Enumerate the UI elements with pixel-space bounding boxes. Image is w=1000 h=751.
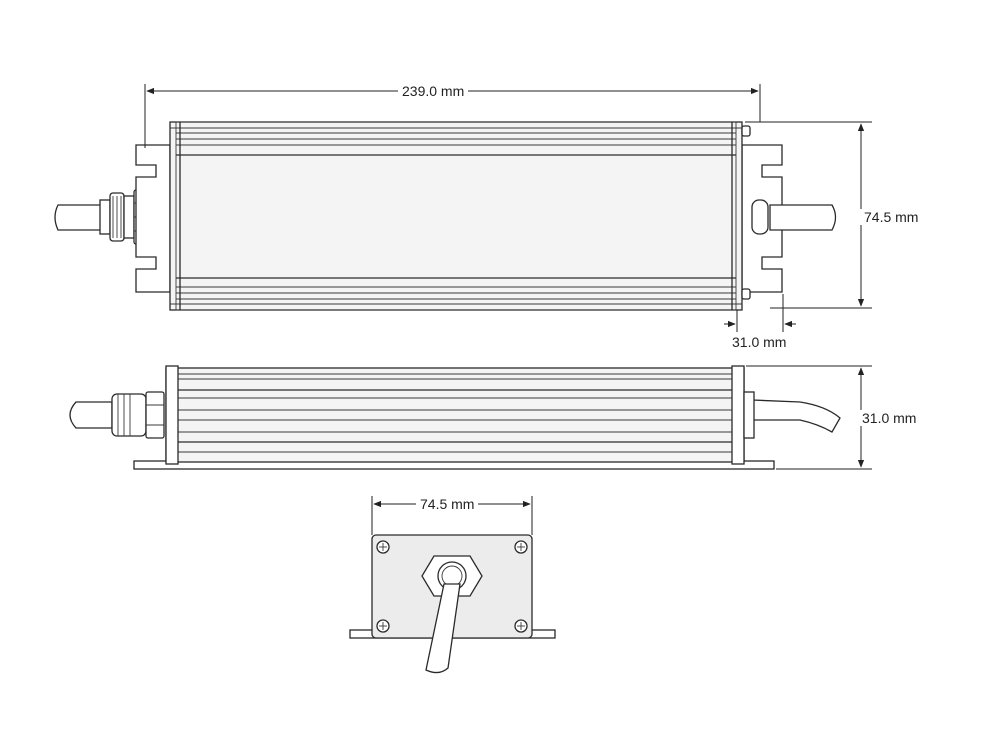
end-screws — [376, 540, 528, 633]
label-side-height: 31.0 mm — [858, 410, 921, 426]
end-cable — [425, 583, 461, 674]
side-body — [165, 367, 745, 463]
label-top-width: 74.5 mm — [860, 209, 923, 225]
label-top-mount: 31.0 mm — [728, 334, 791, 350]
top-view — [54, 121, 837, 311]
top-left-bracket — [135, 144, 171, 293]
top-right-grommet — [751, 199, 769, 235]
top-body — [169, 121, 743, 311]
label-end-width: 74.5 mm — [416, 496, 479, 512]
dim-top-mount — [724, 294, 796, 332]
top-right-cable — [769, 204, 837, 231]
label-top-length: 239.0 mm — [398, 83, 469, 99]
side-right-cable — [751, 399, 841, 433]
side-left-cable — [69, 401, 113, 429]
end-view — [349, 534, 556, 674]
side-view — [69, 365, 841, 470]
